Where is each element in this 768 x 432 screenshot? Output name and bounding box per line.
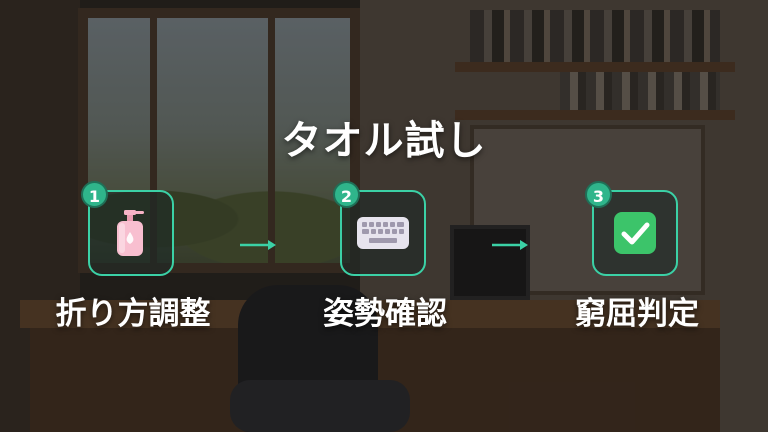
shelf	[455, 62, 735, 72]
window-frame	[268, 18, 275, 263]
bookshelf-books	[470, 10, 720, 62]
step-3-number-badge: 3	[585, 181, 612, 208]
bookshelf-books	[560, 72, 720, 110]
arrow-right-icon	[492, 240, 528, 250]
step-3: 3 窮屈判定	[552, 181, 722, 340]
step-3-label: 窮屈判定	[575, 296, 699, 332]
window-frame	[150, 18, 157, 263]
check-mark-icon	[614, 212, 656, 254]
office-chair-seat	[230, 380, 410, 432]
slide-title: タオル試し	[281, 118, 487, 164]
step-2-tile	[340, 190, 426, 276]
step-1: 1 折り方調整	[48, 181, 218, 340]
step-2-label: 姿勢確認	[323, 296, 447, 332]
step-3-tile	[592, 190, 678, 276]
step-1-number-badge: 1	[81, 181, 108, 208]
step-1-label: 折り方調整	[55, 296, 211, 332]
arrow-right-icon	[240, 240, 276, 250]
step-2: 2 姿勢確認	[300, 181, 470, 340]
shelf	[455, 110, 735, 120]
keyboard-icon	[357, 217, 409, 249]
laptop	[450, 225, 530, 300]
lotion-bottle-icon	[117, 210, 144, 256]
step-2-number-badge: 2	[333, 181, 360, 208]
